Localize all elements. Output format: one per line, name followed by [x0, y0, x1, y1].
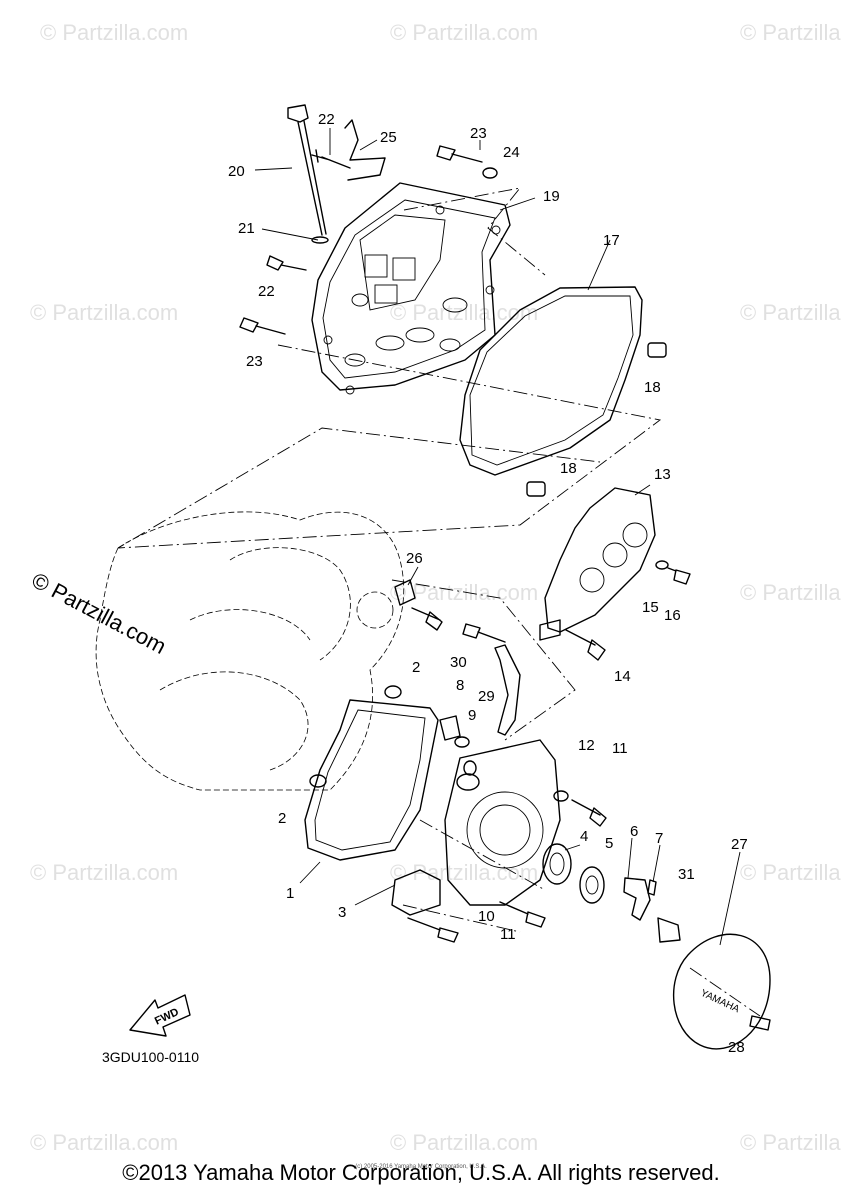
watermark: © Partzilla.com	[40, 20, 188, 45]
watermark: © Partzilla.com	[390, 20, 538, 45]
callout-label: 22	[258, 283, 275, 300]
dowel-pins	[526, 342, 667, 497]
callout-label: 9	[468, 707, 476, 724]
watermark: © Partzilla.com	[390, 580, 538, 605]
callout-label: 24	[503, 144, 520, 161]
callout-label: 21	[238, 220, 255, 237]
callout-label: 22	[318, 111, 335, 128]
callout-label: 1	[286, 885, 294, 902]
callout-label: 5	[605, 835, 613, 852]
parts-11-12	[407, 790, 607, 943]
callout-label: 6	[630, 823, 638, 840]
callout-label: 10	[478, 908, 495, 925]
watermark: © Partzilla.com	[30, 300, 178, 325]
watermark-layer: © Partzilla.com © Partzilla.com © Partzi…	[28, 20, 842, 1155]
callout-label: 26	[406, 550, 423, 567]
crankcase-cover-main	[304, 685, 561, 916]
callout-label: 29	[478, 688, 495, 705]
watermark: © Partzilla.com	[740, 300, 842, 325]
callout-label: 31	[678, 866, 695, 883]
oil-dipstick	[287, 104, 329, 244]
crankcase-cover-13	[539, 487, 656, 641]
watermark: © Partzilla.com	[390, 300, 538, 325]
callout-label: 11	[500, 926, 516, 943]
watermark: © Partzilla.com	[30, 860, 178, 885]
fwd-label: FWD	[153, 1006, 181, 1027]
clutch-cover-gasket	[459, 286, 643, 476]
watermark: © Partzilla.com	[740, 20, 842, 45]
footer-copyright: ©2013 Yamaha Motor Corporation, U.S.A. A…	[122, 1160, 720, 1185]
callout-label: 13	[654, 466, 671, 483]
cover-logo: YAMAHA	[699, 988, 742, 1016]
part-26	[394, 579, 443, 631]
diagram-code: 3GDU100-0110	[102, 1049, 199, 1065]
callout-label: 2	[412, 659, 420, 676]
callout-label: 25	[380, 129, 397, 146]
generator-cover: YAMAHA	[673, 933, 771, 1050]
callout-label: 23	[470, 125, 487, 142]
small-copyright: (c) 2005-2016 Yamaha Motor Corporation, …	[355, 1164, 487, 1170]
fasteners-13	[565, 560, 691, 661]
leader-lines	[254, 128, 741, 946]
watermark: © Partzilla.com	[30, 1130, 178, 1155]
bolts-top	[239, 119, 498, 335]
callout-label: 27	[731, 836, 748, 853]
callout-label: 2	[278, 810, 286, 827]
callout-label: 14	[614, 668, 631, 685]
callout-label: 3	[338, 904, 346, 921]
callout-label: 18	[644, 379, 661, 396]
parts-4-7	[542, 843, 657, 921]
callout-label: 28	[728, 1039, 745, 1056]
part-31	[657, 917, 681, 943]
callout-label: 19	[543, 188, 560, 205]
fwd-arrow-icon: FWD	[129, 994, 191, 1037]
callout-label: 11	[612, 740, 628, 757]
callout-label: 15	[642, 599, 659, 616]
callout-numbers: 1 2 2 3 4 5 6 7 8 9 10 11 11 12 13 14 15…	[228, 111, 748, 1056]
engine-crankcase-ghost	[95, 511, 405, 791]
watermark-diagonal: © Partzilla.com	[28, 567, 171, 659]
callout-label: 8	[456, 677, 464, 694]
assembly-planes	[117, 187, 761, 1017]
watermark: © Partzilla.com	[740, 580, 842, 605]
callout-label: 16	[664, 607, 681, 624]
callout-label: 7	[655, 830, 663, 847]
clutch-cover	[311, 182, 511, 395]
parts-8-9	[439, 715, 477, 776]
watermark: © Partzilla.com	[390, 1130, 538, 1155]
callout-label: 20	[228, 163, 245, 180]
callout-label: 4	[580, 828, 588, 845]
watermark: © Partzilla.com	[740, 1130, 842, 1155]
callout-label: 12	[578, 737, 595, 754]
callout-label: 23	[246, 353, 263, 370]
callout-label: 17	[603, 232, 620, 249]
part-29-30	[462, 623, 521, 736]
watermark: © Partzilla.com	[740, 860, 842, 885]
callout-label: 18	[560, 460, 577, 477]
callout-label: 30	[450, 654, 467, 671]
